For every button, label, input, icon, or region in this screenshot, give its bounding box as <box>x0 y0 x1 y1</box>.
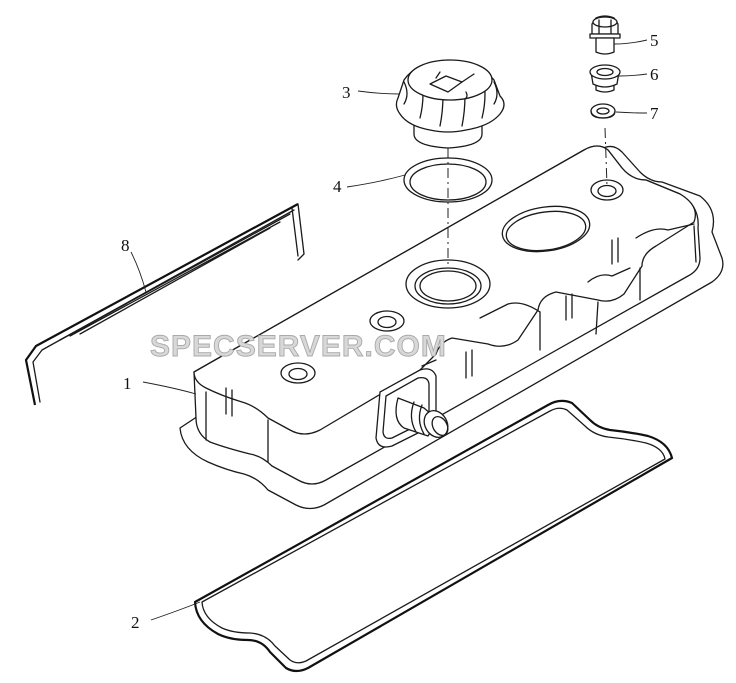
filler-cap-o-ring <box>403 157 493 203</box>
rubber-grommet <box>589 64 621 93</box>
callout-3: 3 <box>342 83 351 102</box>
callout-4: 4 <box>333 177 342 196</box>
callout-1: 1 <box>123 374 132 393</box>
callout-2: 2 <box>131 613 140 632</box>
callout-8: 8 <box>121 236 130 255</box>
valve-cover-gasket <box>193 399 674 673</box>
callout-6: 6 <box>650 65 659 84</box>
sealing-washer <box>590 103 616 119</box>
callout-labels: 1 2 3 4 5 6 7 8 <box>121 31 659 632</box>
callout-7: 7 <box>650 104 659 123</box>
valve-cover <box>179 145 724 510</box>
cover-bolt <box>589 15 621 55</box>
side-seal-strip <box>24 203 305 406</box>
watermark-text: SPECSERVER.COM <box>150 330 447 363</box>
callout-5: 5 <box>650 31 659 50</box>
oil-filler-cap <box>395 59 505 149</box>
assembly-centerlines <box>447 127 608 268</box>
callout-leaders <box>130 39 648 621</box>
